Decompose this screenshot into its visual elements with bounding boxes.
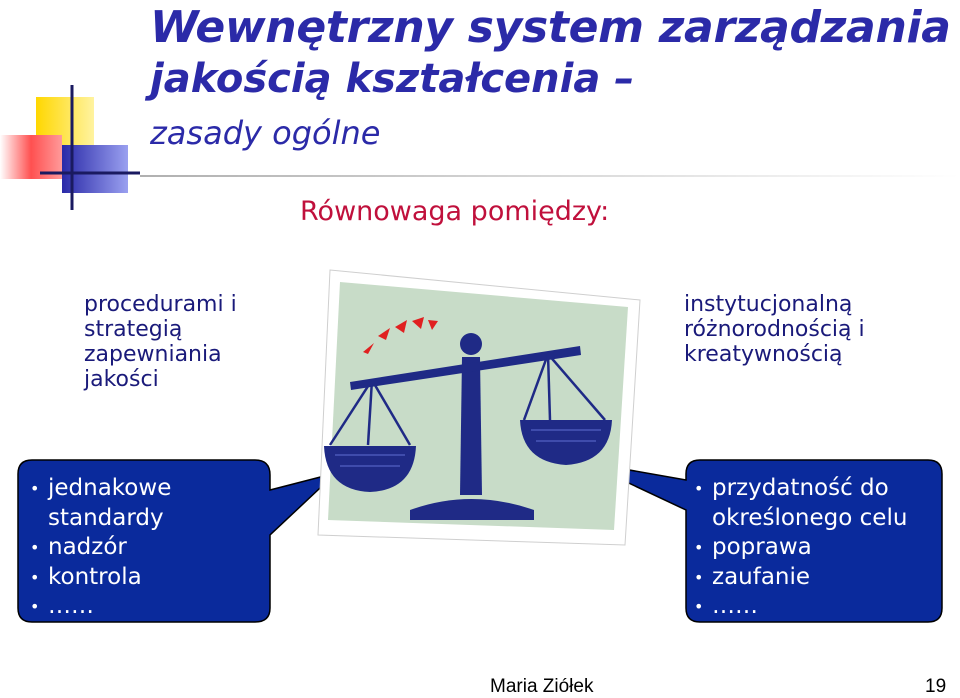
right-side-text: instytucjonalną różnorodnością i kreatyw…: [684, 292, 865, 367]
bullet-icon: •: [694, 479, 704, 498]
bullet-icon: •: [694, 538, 704, 557]
slide-title-line1: Wewnętrzny system zarządzania: [150, 2, 951, 53]
title-divider: [140, 175, 960, 177]
bullet-icon: •: [30, 597, 40, 616]
list-item: •poprawa: [694, 533, 934, 563]
bullet-icon: •: [30, 479, 40, 498]
callout-shapes: [17, 459, 943, 623]
list-item: •……: [30, 592, 265, 622]
slide-subtitle: zasady ogólne: [150, 114, 381, 152]
right-callout-box: [583, 459, 943, 623]
left-callout-box: [17, 459, 337, 623]
bullet-icon: •: [30, 538, 40, 557]
right-callout-list: •przydatność do określonego celu •popraw…: [694, 474, 934, 622]
bullet-icon: •: [694, 567, 704, 587]
list-item: •……: [694, 592, 934, 622]
footer-author: Maria Ziółek: [490, 676, 594, 697]
list-item: •zaufanie: [694, 563, 934, 593]
slide-title-line2: jakością kształcenia –: [150, 56, 635, 102]
balance-heading: Równowaga pomiędzy:: [300, 196, 610, 227]
decorative-squares-icon: [0, 85, 140, 210]
list-item: •nadzór: [30, 533, 265, 563]
left-side-text: procedurami i strategią zapewniania jako…: [84, 292, 237, 392]
list-item: •jednakowe standardy: [30, 474, 265, 533]
balance-scale-icon: [317, 269, 641, 546]
list-item: •przydatność do określonego celu: [694, 474, 934, 533]
bullet-icon: •: [694, 597, 704, 616]
list-item: •kontrola: [30, 563, 265, 593]
left-callout-list: •jednakowe standardy •nadzór •kontrola •…: [30, 474, 265, 622]
bullet-icon: •: [30, 567, 40, 587]
page-number: 19: [925, 676, 947, 697]
